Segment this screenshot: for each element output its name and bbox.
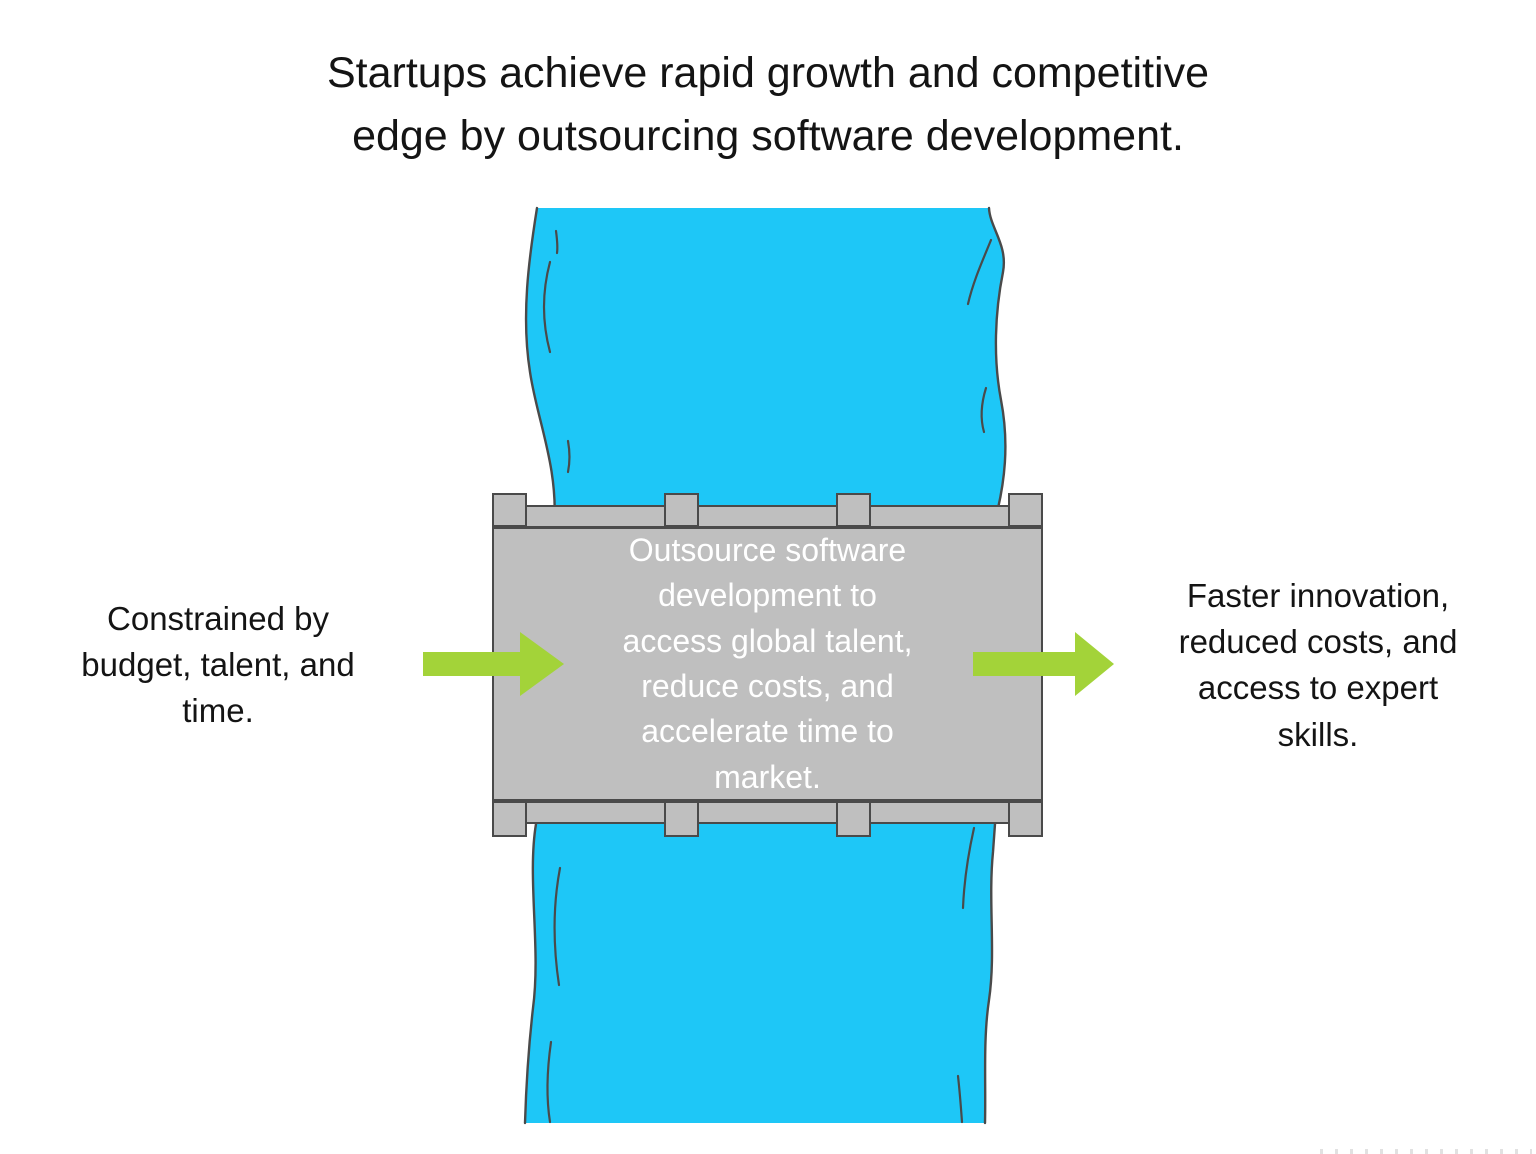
bridge-deck	[492, 527, 1043, 801]
bridge-bottom-post-4	[1008, 801, 1043, 837]
bridge-top-post-1	[492, 493, 527, 527]
river-lower-band	[525, 824, 995, 1123]
bridge-top-post-3	[836, 493, 871, 527]
diagram-title: Startups achieve rapid growth and compet…	[327, 49, 1209, 161]
bridge-top-post-2	[664, 493, 699, 527]
input-label: Constrained by budget, talent, and time.	[81, 600, 355, 730]
watermark-fragment-icon	[1320, 1149, 1532, 1154]
process-label: Outsource software development to access…	[622, 531, 913, 795]
bridge-bottom-post-1	[492, 801, 527, 837]
bridge-top-post-4	[1008, 493, 1043, 527]
bridge-bottom-post-3	[836, 801, 871, 837]
bridge-top-rail	[492, 505, 1043, 528]
bridge-bottom-rail	[492, 801, 1043, 824]
river-upper-band	[526, 208, 1006, 528]
bridge-bottom-post-2	[664, 801, 699, 837]
output-label: Faster innovation, reduced costs, and ac…	[1178, 577, 1458, 753]
